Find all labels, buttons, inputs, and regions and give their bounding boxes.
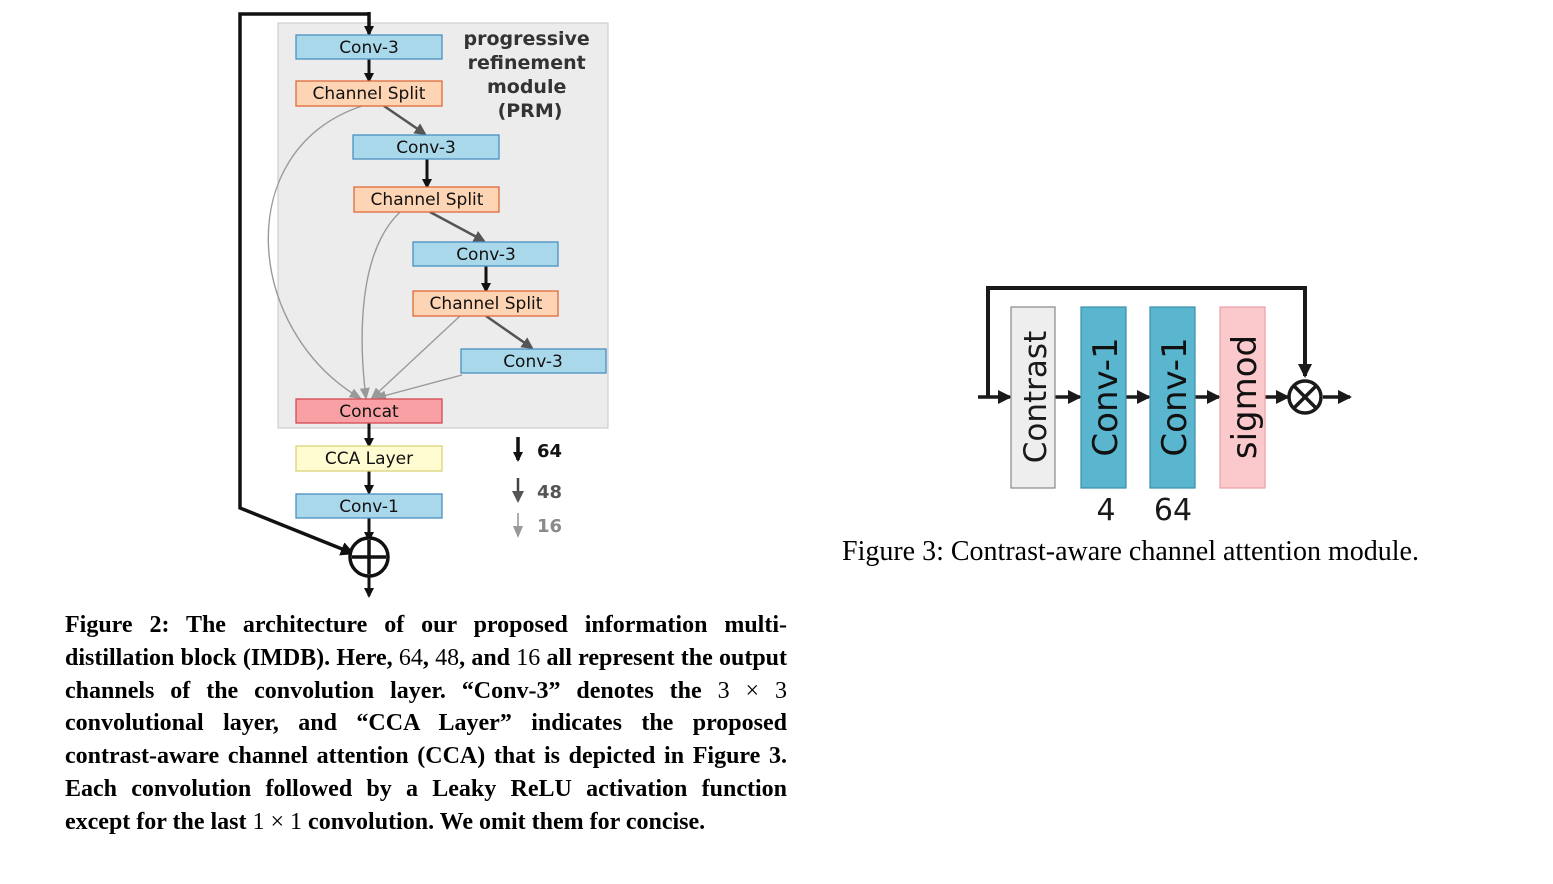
figure-3: Contrast Conv-1 Conv-1 sigmod 4 64 xyxy=(978,286,1352,528)
distill-path-2 xyxy=(359,211,401,400)
caption-num-64: 64 xyxy=(398,644,423,671)
cca-layer-block: CCA Layer xyxy=(295,445,443,472)
channel-number-64: 64 xyxy=(1154,493,1192,528)
distill-path-4 xyxy=(374,374,463,401)
legend-label-48: 48 xyxy=(537,482,562,503)
conv3-block-1-label: Conv-3 xyxy=(339,38,399,58)
figure-3-caption: Figure 3: Contrast-aware channel attenti… xyxy=(842,536,1419,567)
conv1-block-a: Conv-1 xyxy=(1080,306,1127,489)
cca-skip-line xyxy=(986,286,1312,396)
add-operator-icon xyxy=(348,536,390,578)
conv1-block-b-label: Conv-1 xyxy=(1155,337,1195,456)
distill-path-3 xyxy=(370,315,461,400)
sigmoid-block: sigmod xyxy=(1219,306,1266,489)
channel-split-block-3: Channel Split xyxy=(412,290,559,317)
legend-label-16: 16 xyxy=(537,516,562,537)
conv3-block-4: Conv-3 xyxy=(460,348,607,374)
conv3-block-4-label: Conv-3 xyxy=(503,352,563,372)
contrast-block-label: Contrast xyxy=(1018,331,1054,463)
distill-path-1 xyxy=(267,105,363,400)
conv1-block-b: Conv-1 xyxy=(1149,306,1196,489)
concat-block: Concat xyxy=(295,398,443,424)
caption-text-1: Figure 2: The architecture of our propos… xyxy=(65,612,787,671)
channel-number-4: 4 xyxy=(1096,493,1115,528)
legend-label-64: 64 xyxy=(537,441,562,462)
caption-num-16: 16 xyxy=(516,644,541,671)
channel-split-block-2: Channel Split xyxy=(353,186,500,213)
multiply-operator-icon xyxy=(1287,379,1323,415)
channel-legend: 64 48 16 xyxy=(512,437,562,538)
caption-text-2: , xyxy=(422,644,436,671)
figure-2-caption: Figure 2: The architecture of our propos… xyxy=(65,609,787,839)
prm-label-line-1: progressive xyxy=(464,28,590,50)
conv1-block: Conv-1 xyxy=(295,493,443,519)
caption-text-3: , and xyxy=(459,644,517,671)
arrow-split-conv3b xyxy=(383,104,427,136)
prm-label-line-3: module xyxy=(487,76,566,98)
channel-split-block-1: Channel Split xyxy=(295,80,443,107)
conv3-block-2: Conv-3 xyxy=(352,134,500,160)
cca-layer-block-label: CCA Layer xyxy=(325,449,413,469)
conv3-block-2-label: Conv-3 xyxy=(396,138,456,158)
caption-text-4: all represent the output channels of the… xyxy=(65,644,788,704)
skip-connection-line xyxy=(238,12,369,556)
arrow-split-conv3d xyxy=(485,314,534,350)
channel-split-block-1-label: Channel Split xyxy=(313,84,426,104)
caption-text-5: convolutional layer, and “CCA Layer” ind… xyxy=(65,710,787,835)
sigmoid-block-label: sigmod xyxy=(1225,335,1265,459)
conv3-block-3: Conv-3 xyxy=(412,241,559,267)
caption-kernel-3x3: 3 × 3 xyxy=(717,677,787,704)
conv1-block-label: Conv-1 xyxy=(339,497,399,517)
conv1-block-a-label: Conv-1 xyxy=(1086,337,1126,456)
channel-split-block-2-label: Channel Split xyxy=(371,190,484,210)
figure-2: progressive refinement module (PRM) Conv… xyxy=(238,12,609,598)
conv3-block-3-label: Conv-3 xyxy=(456,245,516,265)
prm-label-line-4: (PRM) xyxy=(498,100,563,122)
prm-label-line-2: refinement xyxy=(468,52,586,74)
conv3-block-1: Conv-3 xyxy=(295,34,443,60)
arrow-split-conv3c xyxy=(429,210,486,243)
contrast-block: Contrast xyxy=(1010,306,1056,489)
caption-text-6: convolution. We omit them for concise. xyxy=(302,808,706,835)
caption-num-48: 48 xyxy=(435,644,460,671)
caption-kernel-1x1: 1 × 1 xyxy=(252,808,303,835)
prm-label: progressive refinement module (PRM) xyxy=(464,28,597,122)
concat-block-label: Concat xyxy=(339,402,399,422)
channel-split-block-3-label: Channel Split xyxy=(430,294,543,314)
